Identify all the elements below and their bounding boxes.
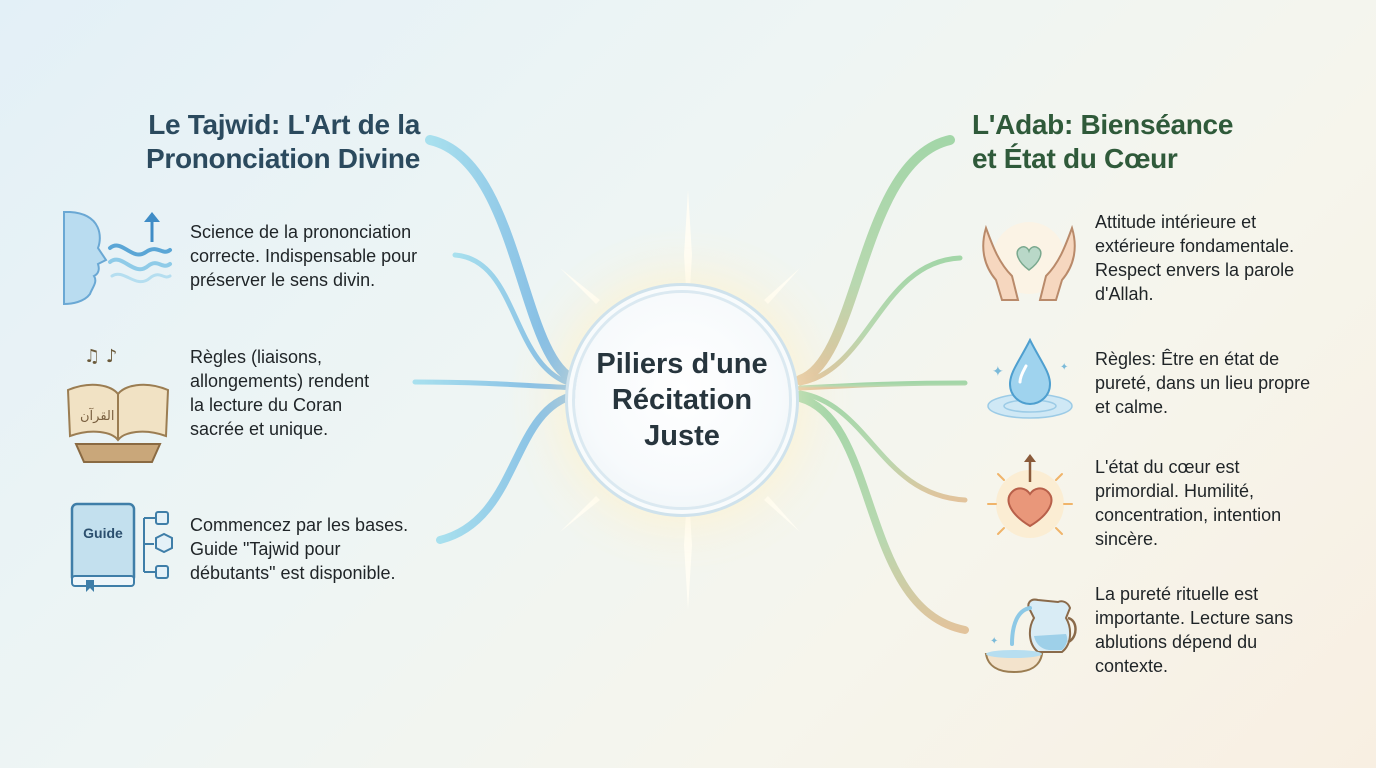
guide-book-label: Guide bbox=[83, 525, 123, 541]
right-item-1-line-3: Respect envers la parole bbox=[1095, 260, 1295, 280]
quran-on-stand-icon: ♫ ♪ القرآن bbox=[66, 346, 170, 463]
branch-title-right bbox=[795, 135, 955, 385]
left-item-3-line-1: Commencez par les bases. bbox=[190, 515, 409, 535]
branch-right-4 bbox=[796, 394, 969, 634]
center-node: Piliers d'une Récitation Juste bbox=[575, 293, 789, 507]
left-item-3-line-3: débutants" est disponible. bbox=[190, 563, 396, 583]
left-branch-title: Le Tajwid: L'Art de la Prononciation Div… bbox=[120, 108, 420, 176]
right-item-3-line-4: sincère. bbox=[1095, 529, 1159, 549]
center-title-line-2: Récitation bbox=[611, 384, 753, 416]
left-item-1-line-1: Science de la prononciation bbox=[190, 222, 412, 242]
right-item-2-line-3: et calme. bbox=[1095, 397, 1169, 417]
center-title-line-1: Piliers d'une bbox=[596, 348, 768, 380]
right-item-2-line-2: pureté, dans un lieu propre bbox=[1095, 373, 1311, 393]
right-item-3-line-2: primordial. Humilité, bbox=[1095, 481, 1255, 501]
quran-book-label: القرآن bbox=[80, 407, 114, 424]
right-item-2-text: Règles: Être en état de pureté, dans un … bbox=[1095, 347, 1310, 419]
branch-left-3 bbox=[436, 391, 579, 544]
right-item-4-line-1: La pureté rituelle est bbox=[1095, 584, 1259, 604]
right-item-3-text: L'état du cœur est primordial. Humilité,… bbox=[1095, 455, 1281, 551]
branch-right-2 bbox=[797, 380, 968, 391]
center-title-line-3: Juste bbox=[644, 420, 720, 452]
right-item-2-line-1: Règles: Être en état de bbox=[1095, 349, 1280, 369]
left-title-line-2: Prononciation Divine bbox=[145, 143, 420, 174]
left-title-line-1: Le Tajwid: L'Art de la bbox=[148, 109, 420, 140]
right-item-3-line-3: concentration, intention bbox=[1095, 505, 1282, 525]
right-item-1-text: Attitude intérieure et extérieure fondam… bbox=[1095, 210, 1294, 306]
svg-text:✦: ✦ bbox=[1060, 362, 1068, 373]
right-item-3-line-1: L'état du cœur est bbox=[1095, 457, 1240, 477]
left-item-2-line-3: la lecture du Coran bbox=[190, 395, 343, 415]
right-item-4-line-2: importante. Lecture sans bbox=[1095, 608, 1294, 628]
guide-book-icon: Guide bbox=[70, 502, 173, 592]
left-item-2-text: Règles (liaisons, allongements) rendent … bbox=[190, 345, 369, 441]
svg-text:♫ ♪: ♫ ♪ bbox=[84, 346, 117, 367]
water-drop-icon: ✦ ✦ bbox=[987, 337, 1073, 419]
right-title-line-1: L'Adab: Bienséance bbox=[972, 109, 1234, 140]
right-title-line-2: et État du Cœur bbox=[972, 143, 1178, 174]
right-item-4-text: La pureté rituelle est importante. Lectu… bbox=[1095, 582, 1293, 678]
sparkle-decoration bbox=[560, 190, 800, 610]
svg-text:✦: ✦ bbox=[992, 364, 1004, 380]
left-item-1-line-2: correcte. Indispensable pour bbox=[190, 246, 418, 266]
ablution-jug-basin-icon: ✦ bbox=[984, 598, 1077, 674]
svg-text:✦: ✦ bbox=[990, 636, 998, 647]
branch-title-left bbox=[425, 135, 580, 385]
left-item-2-line-1: Règles (liaisons, bbox=[190, 347, 323, 367]
right-branch-title: L'Adab: Bienséance et État du Cœur bbox=[972, 108, 1292, 176]
right-item-1-line-2: extérieure fondamentale. bbox=[1095, 236, 1295, 256]
left-item-1-text: Science de la prononciation correcte. In… bbox=[190, 220, 417, 292]
right-item-4-line-4: contexte. bbox=[1095, 656, 1169, 676]
left-item-3-text: Commencez par les bases. Guide "Tajwid p… bbox=[190, 513, 408, 585]
left-item-2-line-2: allongements) rendent bbox=[190, 371, 370, 391]
right-item-4-line-3: ablutions dépend du bbox=[1095, 632, 1258, 652]
branch-left-1 bbox=[452, 252, 578, 388]
left-item-2-line-4: sacrée et unique. bbox=[190, 419, 329, 439]
branch-right-3 bbox=[797, 390, 968, 503]
left-item-1-line-3: préserver le sens divin. bbox=[190, 270, 376, 290]
right-item-1-line-1: Attitude intérieure et bbox=[1095, 212, 1257, 232]
right-item-1-line-4: d'Allah. bbox=[1095, 284, 1154, 304]
branch-right-1 bbox=[797, 255, 963, 386]
left-item-3-line-2: Guide "Tajwid pour bbox=[190, 539, 341, 559]
speaking-face-soundwave-icon bbox=[63, 211, 172, 306]
radiant-heart-icon bbox=[987, 454, 1073, 538]
hands-holding-heart-icon bbox=[982, 222, 1076, 301]
branch-left-2 bbox=[412, 379, 578, 391]
center-title: Piliers d'une Récitation Juste bbox=[596, 346, 767, 454]
